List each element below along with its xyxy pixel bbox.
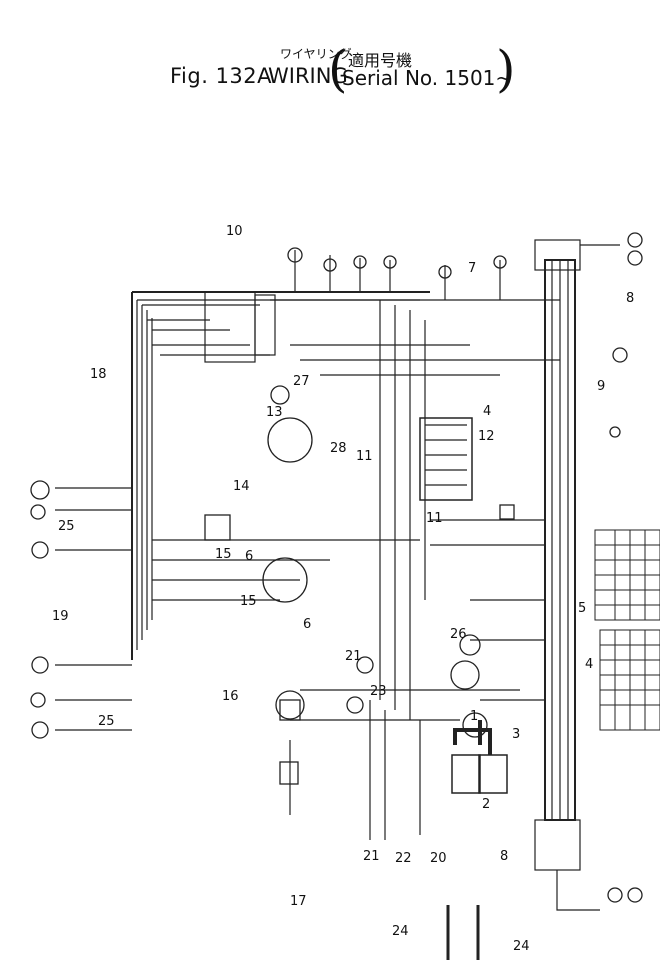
callout-4b: 4	[585, 657, 593, 672]
close-paren: )	[496, 40, 516, 98]
callout-28: 28	[330, 441, 347, 456]
callout-22: 22	[395, 851, 412, 866]
callout-23: 23	[370, 684, 387, 699]
callout-3: 3	[512, 727, 520, 742]
callout-18: 18	[90, 367, 107, 382]
callout-6a: 6	[245, 549, 253, 564]
callout-9: 9	[597, 379, 605, 394]
callout-13: 13	[266, 405, 283, 420]
callout-4a: 4	[483, 404, 491, 419]
connector-tables	[594, 529, 660, 731]
figure-header: ワイヤリング 適用号機 Fig. 132A WIRING ( Serial No…	[0, 0, 660, 100]
callout-8b: 8	[500, 849, 508, 864]
callout-8a: 8	[626, 291, 634, 306]
callout-6b: 6	[303, 617, 311, 632]
japanese-title: ワイヤリング	[280, 47, 352, 61]
callout-1: 1	[470, 709, 478, 724]
callout-10: 10	[226, 224, 243, 239]
callout-2: 2	[482, 797, 490, 812]
callout-21a: 21	[345, 649, 362, 664]
callout-12: 12	[478, 429, 495, 444]
callout-19: 19	[52, 609, 69, 624]
japanese-serial-label: 適用号機	[348, 51, 413, 70]
callout-17: 17	[290, 894, 307, 909]
callout-20: 20	[430, 851, 447, 866]
callout-14: 14	[233, 479, 250, 494]
serial-number: Serial No. 1501~	[342, 66, 513, 90]
callout-11a: 11	[356, 449, 373, 464]
callout-24a: 24	[392, 924, 409, 939]
callout-25b: 25	[98, 714, 115, 729]
figure-title: WIRING	[268, 64, 348, 88]
open-paren: (	[328, 40, 348, 98]
callout-5: 5	[578, 601, 586, 616]
callout-numbers: 1 2 3 4 4 5 6 6 7 8 8 9 10 11 11 12 13 1…	[52, 224, 634, 954]
components	[30, 232, 643, 903]
callout-26: 26	[450, 627, 467, 642]
callout-15b: 15	[240, 594, 257, 609]
callout-25a: 25	[58, 519, 75, 534]
wiring-lines	[55, 239, 620, 960]
callout-27: 27	[293, 374, 310, 389]
callout-7: 7	[468, 261, 476, 276]
callout-21b: 21	[363, 849, 380, 864]
callout-15a: 15	[215, 547, 232, 562]
callout-24b: 24	[513, 939, 530, 954]
figure-id: Fig. 132A	[170, 64, 273, 88]
callout-16: 16	[222, 689, 239, 704]
callout-11b: 11	[426, 511, 443, 526]
